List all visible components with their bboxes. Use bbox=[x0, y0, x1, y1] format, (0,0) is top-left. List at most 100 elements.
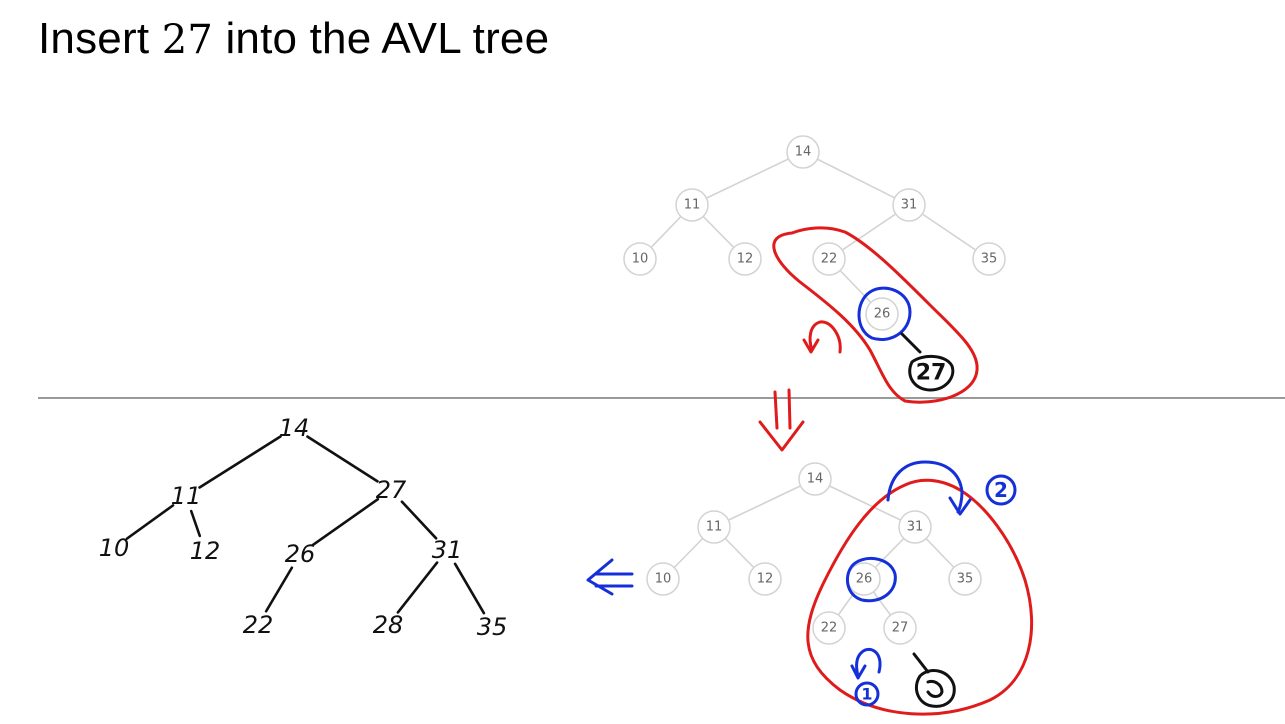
result-tree-edge-11-10 bbox=[125, 504, 175, 540]
node-label: 31 bbox=[907, 520, 924, 535]
before-tree-node-35: 35 bbox=[972, 242, 1006, 276]
after-rotation-tree-edge-14-11 bbox=[713, 478, 816, 528]
node-circle bbox=[728, 242, 762, 276]
before-tree-node-11: 11 bbox=[675, 188, 709, 222]
node-label: 10 bbox=[655, 572, 672, 587]
node-circle bbox=[786, 135, 820, 169]
title-prefix: Insert bbox=[38, 14, 150, 63]
title-number: 27 bbox=[161, 17, 213, 63]
after-rotation-tree-node-26: 26 bbox=[847, 562, 881, 596]
before-tree-node-22: 22 bbox=[812, 242, 846, 276]
after-rotation-tree-node-27: 27 bbox=[883, 611, 917, 645]
before-tree-node-31: 31 bbox=[892, 188, 926, 222]
node-label: 35 bbox=[981, 252, 998, 267]
result-tree-node-11: 11 bbox=[171, 482, 202, 510]
node-label: 10 bbox=[632, 252, 649, 267]
blue-circle-26-top bbox=[857, 286, 912, 341]
step-2-circle bbox=[985, 474, 1017, 506]
node-label: 14 bbox=[807, 472, 824, 487]
result-tree-edge-26-22 bbox=[264, 566, 294, 613]
inserted-node-blob bbox=[908, 355, 955, 392]
after-rotation-tree-node-35: 35 bbox=[948, 562, 982, 596]
before-tree-edge-14-11 bbox=[691, 151, 804, 206]
node-circle bbox=[748, 562, 782, 596]
red-unbalanced-subtree-loop bbox=[772, 226, 979, 404]
result-tree-edge-31-35 bbox=[453, 562, 486, 615]
left-arrow bbox=[586, 558, 634, 596]
result-tree-node-10: 10 bbox=[99, 534, 130, 562]
result-tree-edge-11-12 bbox=[189, 509, 202, 538]
step-1-circle bbox=[854, 681, 880, 707]
result-tree-node-35: 35 bbox=[477, 613, 508, 641]
node-label: 26 bbox=[285, 540, 316, 568]
node-label: 12 bbox=[190, 537, 221, 565]
node-circle bbox=[898, 510, 932, 544]
node-label: 26 bbox=[856, 572, 873, 587]
node-circle bbox=[972, 242, 1006, 276]
node-label: 27 bbox=[892, 621, 909, 636]
node-circle bbox=[798, 462, 832, 496]
before-tree-node-10: 10 bbox=[623, 242, 657, 276]
result-tree-node-27: 27 bbox=[376, 476, 407, 504]
node-circle bbox=[812, 611, 846, 645]
node-label: 11 bbox=[684, 198, 701, 213]
before-tree-node-14: 14 bbox=[786, 135, 820, 169]
result-tree-edge-27-26 bbox=[311, 497, 380, 547]
node-label: 12 bbox=[757, 572, 774, 587]
slide-title: Insert 27 into the AVL tree bbox=[38, 14, 549, 64]
after-rotation-tree-node-12: 12 bbox=[748, 562, 782, 596]
node-label: 28 bbox=[373, 611, 404, 639]
after-rotation-tree-node-14: 14 bbox=[798, 462, 832, 496]
after-rotation-tree-node-31: 31 bbox=[898, 510, 932, 544]
result-tree-node-28: 28 bbox=[373, 611, 404, 639]
after-rotation-tree-node-11: 11 bbox=[697, 510, 731, 544]
result-tree-node-12: 12 bbox=[190, 537, 221, 565]
node-circle bbox=[697, 510, 731, 544]
before-tree-edge-14-31 bbox=[802, 151, 910, 206]
after-rotation-tree-node-10: 10 bbox=[646, 562, 680, 596]
new-child-edge bbox=[912, 652, 930, 674]
node-label: 35 bbox=[477, 613, 508, 641]
node-label: 14 bbox=[279, 414, 310, 442]
node-circle bbox=[948, 562, 982, 596]
node-circle bbox=[865, 297, 899, 331]
before-tree-node-12: 12 bbox=[728, 242, 762, 276]
before-tree: 14 11 31 10 12 22 35 26 bbox=[623, 135, 1006, 331]
node-label: 27 bbox=[376, 476, 407, 504]
result-tree-edge-14-11 bbox=[198, 435, 282, 489]
after-rotation-tree: 14 11 31 10 12 26 35 22 27 bbox=[646, 462, 982, 645]
node-label: 31 bbox=[901, 198, 918, 213]
result-tree-node-14: 14 bbox=[279, 414, 310, 442]
node-label: 10 bbox=[99, 534, 130, 562]
down-arrow bbox=[758, 388, 805, 452]
result-tree-edge-14-27 bbox=[306, 435, 379, 483]
step-2-label: 2 bbox=[994, 478, 1008, 502]
red-rotation-region-loop bbox=[806, 478, 1034, 716]
new-child-blob bbox=[915, 669, 956, 708]
node-label: 22 bbox=[821, 621, 838, 636]
node-label: 22 bbox=[243, 611, 274, 639]
blue-rotate-arrow-2 bbox=[886, 460, 972, 516]
node-label: 22 bbox=[821, 252, 838, 267]
node-label: 14 bbox=[795, 145, 812, 160]
red-rotate-arrow-top bbox=[802, 320, 842, 354]
node-circle bbox=[646, 562, 680, 596]
result-tree-node-22: 22 bbox=[243, 611, 274, 639]
step-1-label: 1 bbox=[861, 685, 872, 704]
node-label: 26 bbox=[874, 307, 891, 322]
blue-circle-26-bottom bbox=[845, 557, 897, 603]
node-label: 11 bbox=[706, 520, 723, 535]
node-label: 12 bbox=[737, 252, 754, 267]
node-circle bbox=[892, 188, 926, 222]
result-tree-node-26: 26 bbox=[285, 540, 316, 568]
node-circle bbox=[883, 611, 917, 645]
node-circle bbox=[623, 242, 657, 276]
node-circle bbox=[675, 188, 709, 222]
after-rotation-tree-edge-14-31 bbox=[814, 478, 916, 528]
result-tree-node-31: 31 bbox=[432, 536, 463, 564]
node-label: 31 bbox=[432, 536, 463, 564]
node-label: 35 bbox=[957, 572, 974, 587]
before-tree-node-26: 26 bbox=[865, 297, 899, 331]
result-tree-edge-31-28 bbox=[396, 561, 439, 614]
